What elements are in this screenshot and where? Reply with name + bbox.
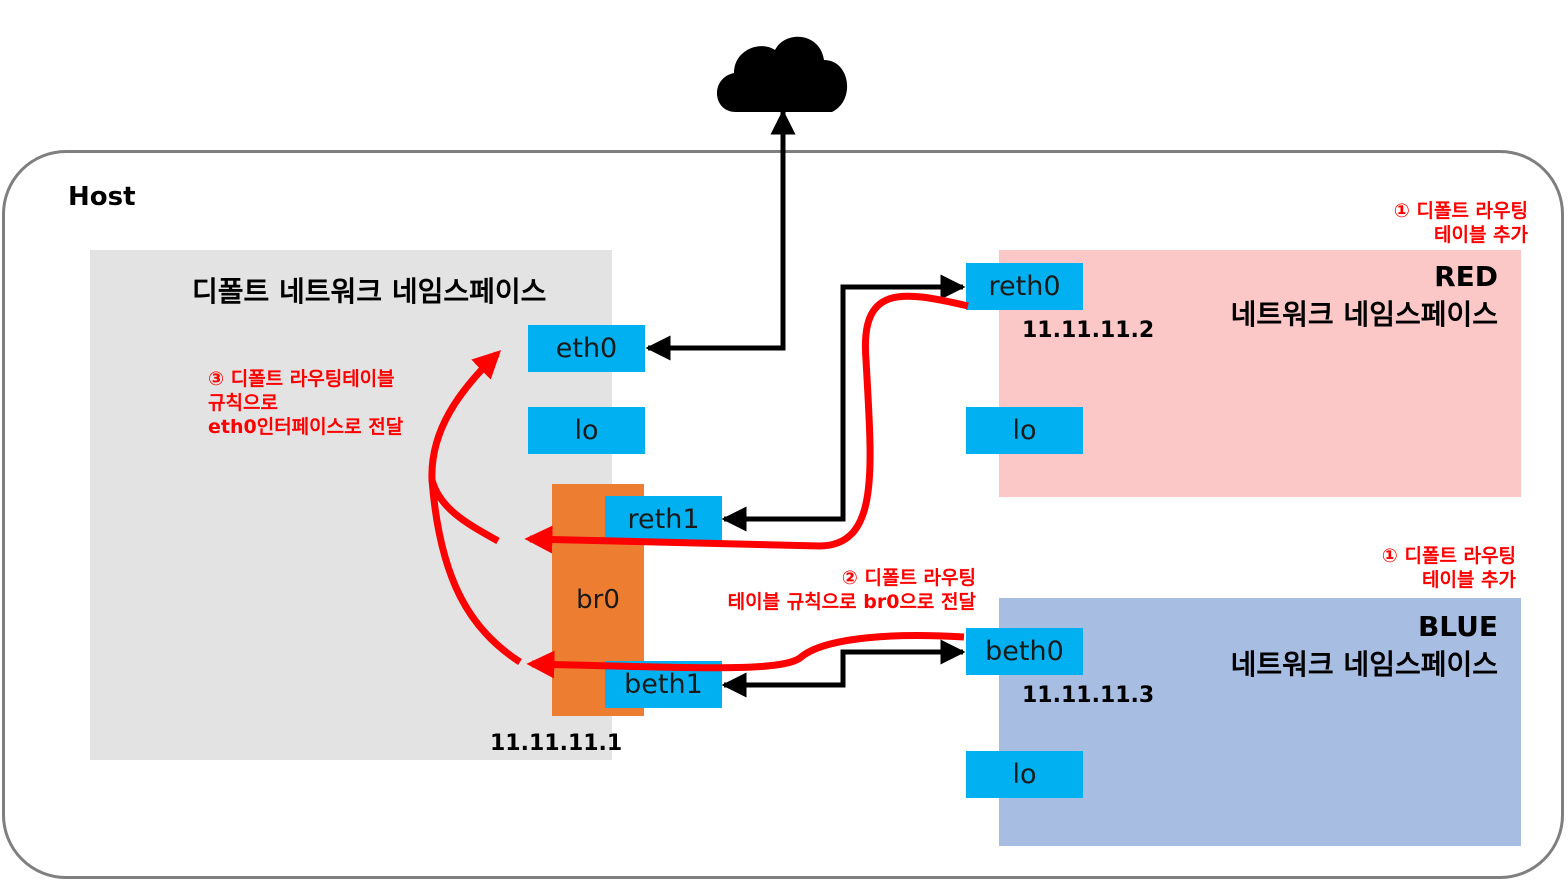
default-namespace <box>90 250 612 760</box>
red-namespace-subtitle: 네트워크 네임스페이스 <box>1230 298 1498 331</box>
bridge-to-eth0-flow <box>428 350 502 545</box>
step3-line2: 규칙으로 <box>208 392 278 414</box>
step3-line3: eth0인터페이스로 전달 <box>208 416 404 438</box>
bridge-ip: 11.11.11.1 <box>490 731 623 756</box>
red-namespace-title: RED <box>1434 260 1498 293</box>
reth1-reth0-link <box>721 274 966 532</box>
bridge-lower-flow <box>428 479 522 665</box>
beth1-beth0-link <box>721 639 966 698</box>
default-namespace-title: 디폴트 네트워크 네임스페이스 <box>192 275 547 308</box>
blue-namespace-subtitle: 네트워크 네임스페이스 <box>1230 648 1498 681</box>
lo-interface-blue: lo <box>966 751 1083 798</box>
red-to-bridge-flow <box>524 292 969 554</box>
cloud-icon <box>716 36 848 112</box>
step3-line1: ③ 디폴트 라우팅테이블 <box>208 368 395 390</box>
blue-ip: 11.11.11.3 <box>1022 683 1155 708</box>
lo-interface-default: lo <box>528 407 645 454</box>
blue-step1-note: ① 디폴트 라우팅 테이블 추가 <box>1260 544 1516 592</box>
blue-step1-line1: ① 디폴트 라우팅 <box>1381 545 1516 567</box>
red-step1-line2: 테이블 추가 <box>1433 224 1528 246</box>
lo-interface-red: lo <box>966 407 1083 454</box>
red-ip: 11.11.11.2 <box>1022 318 1155 343</box>
blue-namespace-title: BLUE <box>1417 610 1498 643</box>
br0-label: br0 <box>576 585 620 615</box>
step2-line2: 테이블 규칙으로 br0으로 전달 <box>727 591 976 613</box>
reth0-interface: reth0 <box>966 263 1083 310</box>
reth1-interface: reth1 <box>605 496 722 543</box>
step2-line1: ② 디폴트 라우팅 <box>841 567 976 589</box>
eth0-interface: eth0 <box>528 325 645 372</box>
red-step1-note: ① 디폴트 라우팅 테이블 추가 <box>1270 199 1528 247</box>
red-namespace <box>999 250 1521 497</box>
eth0-cloud-link <box>645 109 796 361</box>
blue-namespace <box>999 598 1521 846</box>
red-step1-line1: ① 디폴트 라우팅 <box>1393 200 1528 222</box>
blue-step1-line2: 테이블 추가 <box>1421 569 1516 591</box>
beth0-interface: beth0 <box>966 628 1083 675</box>
step3-note: ③ 디폴트 라우팅테이블 규칙으로 eth0인터페이스로 전달 <box>208 367 468 439</box>
step2-note: ② 디폴트 라우팅 테이블 규칙으로 br0으로 전달 <box>660 566 976 614</box>
host-label: Host <box>68 182 136 212</box>
blue-to-bridge-flow <box>526 632 965 679</box>
